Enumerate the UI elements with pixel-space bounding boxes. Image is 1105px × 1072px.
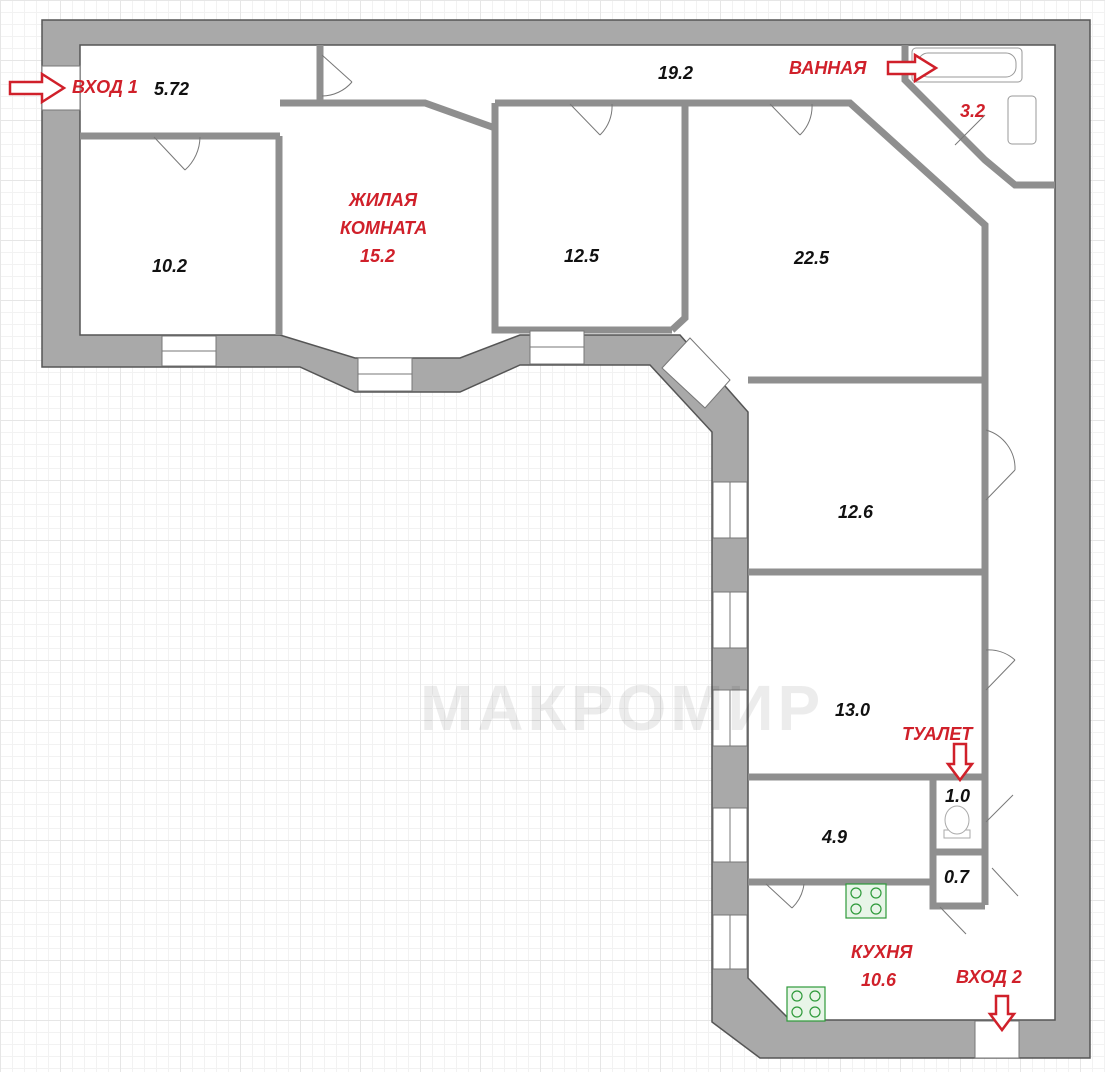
room-area-22-5: 22.5: [793, 248, 830, 268]
room-area-13-0: 13.0: [835, 700, 870, 720]
stove-icon: [845, 883, 887, 919]
storage-area: 0.7: [944, 867, 970, 887]
bath-area: 3.2: [960, 101, 985, 121]
room-area-12-5: 12.5: [564, 246, 600, 266]
entry-arrow-icon: [8, 71, 67, 105]
windows: [41, 65, 1020, 1059]
interior-floor: [79, 44, 1056, 1021]
toilet-area: 1.0: [945, 786, 970, 806]
bath-title: ВАННАЯ: [789, 58, 867, 78]
stove-icon: [786, 986, 826, 1022]
room-area-12-6: 12.6: [838, 502, 874, 522]
kitchen-title: КУХНЯ: [851, 942, 913, 962]
living-title-2: КОМНАТА: [340, 218, 427, 238]
corridor-area: 19.2: [658, 63, 693, 83]
entry2-label: ВХОД 2: [956, 967, 1022, 987]
hall-area: 5.72: [154, 79, 189, 99]
room-area-10-2: 10.2: [152, 256, 187, 276]
bathtub-icon: [911, 47, 1037, 145]
room-area-4-9: 4.9: [821, 827, 847, 847]
toilet-arrow-icon: [945, 742, 975, 783]
living-area: 15.2: [360, 246, 395, 266]
entry2-arrow-icon: [987, 994, 1017, 1033]
toilet-icon: [943, 805, 971, 839]
living-title-1: ЖИЛАЯ: [348, 190, 418, 210]
toilet-title: ТУАЛЕТ: [902, 724, 974, 744]
kitchen-area: 10.6: [861, 970, 897, 990]
entry1-label: ВХОД 1: [72, 77, 138, 97]
internal-walls: [80, 45, 1055, 910]
bath-arrow-icon: [886, 52, 939, 84]
doors: [153, 54, 1019, 935]
watermark: МАКРОМИР: [420, 672, 824, 744]
